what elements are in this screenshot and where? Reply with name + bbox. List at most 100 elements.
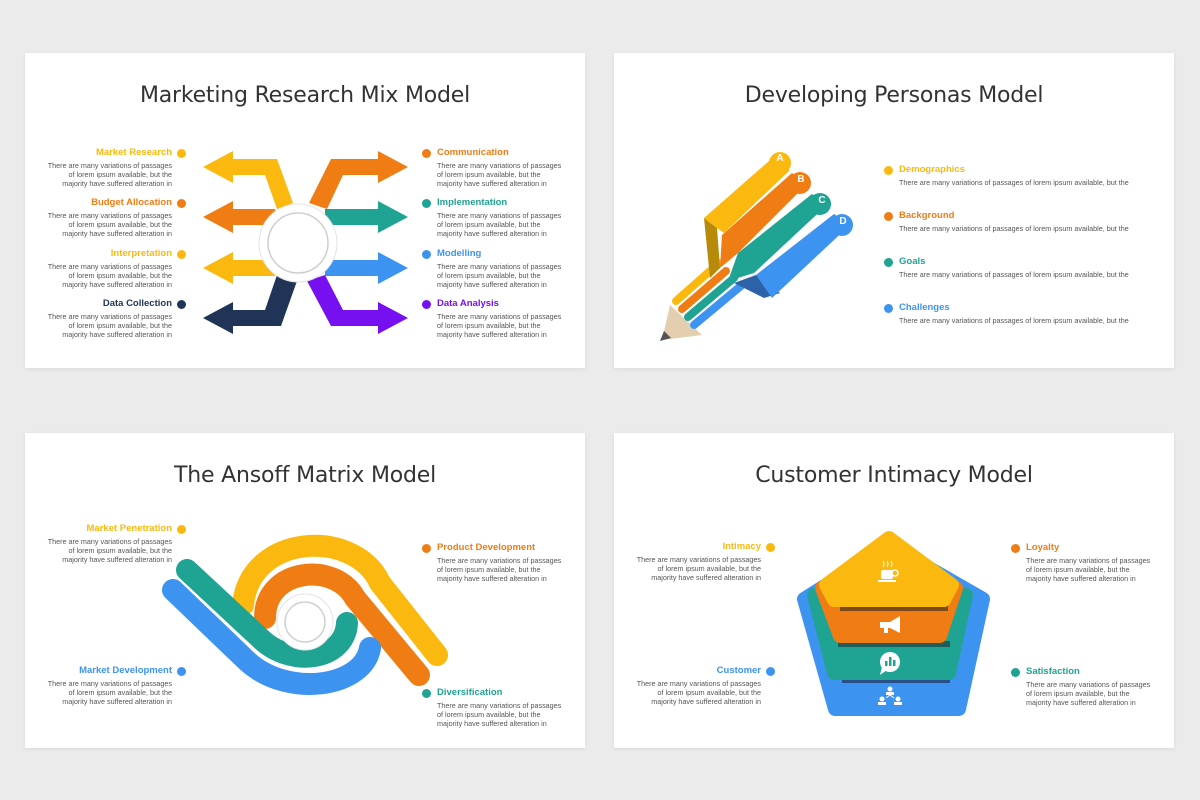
bar-d-cap (831, 214, 853, 236)
arrow-modelling (325, 252, 408, 284)
slide-customer-intimacy[interactable]: Customer Intimacy Model (614, 433, 1174, 748)
pencil-lead (660, 331, 671, 341)
slide-title: Marketing Research Mix Model (139, 83, 471, 108)
item-label: Diversification (437, 687, 503, 698)
layer-shadow (840, 605, 948, 611)
bullet-dot-icon (422, 249, 431, 259)
pentagon-layers-diagram (797, 531, 990, 716)
band-teal (176, 559, 358, 668)
item-label: Loyalty (1026, 542, 1060, 553)
item-label: Goals (899, 256, 926, 267)
item-description: There are many variations of passages of… (899, 224, 1129, 233)
slide-marketing-research-mix[interactable]: Marketing Research Mix Model Market Rese… (25, 53, 585, 368)
item-label: Intimacy (722, 541, 761, 552)
bar-letter: B (797, 174, 804, 185)
item-description: There are many variations of passages of… (636, 679, 761, 706)
arrow-implementation (325, 201, 408, 233)
layer-shadow (838, 641, 950, 647)
item-description: There are many variations of passages of… (899, 270, 1129, 279)
arrow-data-collection (203, 275, 297, 334)
bullet-dot-icon (1011, 667, 1020, 677)
bullet-dot-icon (177, 299, 186, 309)
bullet-dot-icon (177, 666, 186, 676)
bullet-dot-icon (177, 524, 186, 534)
item-description: There are many variations of passages of… (1026, 556, 1151, 583)
team-network-icon (878, 686, 902, 705)
bar-letter: D (839, 216, 846, 227)
bullet-dot-icon (884, 303, 893, 313)
bullet-dot-icon (766, 666, 775, 676)
item-description: There are many variations of passages of… (47, 312, 172, 339)
arrow-data-analysis (307, 275, 408, 334)
bullet-dot-icon (884, 165, 893, 175)
bullet-dot-icon (422, 148, 431, 158)
item-label: Customer (716, 665, 761, 676)
arrow-interpretation (203, 252, 275, 284)
item-description: There are many variations of passages of… (1026, 680, 1151, 707)
item-description: There are many variations of passages of… (437, 556, 562, 583)
layer-intimacy (819, 531, 959, 607)
item-description: There are many variations of passages of… (437, 161, 562, 188)
bullet-dot-icon (1011, 543, 1020, 553)
bullet-dot-icon (177, 249, 186, 259)
bar-a-side (704, 218, 720, 278)
item-description: There are many variations of passages of… (437, 211, 562, 238)
item-label: Market Research (95, 147, 172, 158)
bar-d (756, 214, 850, 298)
bullet-dot-icon (422, 198, 431, 208)
item-description: There are many variations of passages of… (47, 211, 172, 238)
item-label: Product Development (437, 542, 536, 553)
item-description: There are many variations of passages of… (636, 555, 761, 582)
pencil-strip-b (678, 267, 730, 313)
band-yellow (232, 534, 448, 666)
arrow-budget-allocation (203, 201, 275, 233)
chat-chart-icon (880, 652, 900, 675)
bullet-dot-icon (766, 542, 775, 552)
item-label: Budget Allocation (91, 197, 172, 208)
item-label: Satisfaction (1026, 666, 1080, 677)
item-description: There are many variations of passages of… (437, 701, 562, 728)
slide-developing-personas[interactable]: Developing Personas Model A B C D Demogr… (614, 53, 1174, 368)
center-circle (284, 601, 326, 643)
bullet-dot-icon (177, 148, 186, 158)
item-label: Data Collection (102, 298, 172, 309)
pencil-strip-d (690, 281, 746, 329)
slide-ansoff-matrix[interactable]: The Ansoff Matrix Model Market Penetrati… (25, 433, 585, 748)
center-circle (267, 212, 329, 274)
item-label: Background (899, 210, 955, 221)
bar-c (728, 194, 828, 281)
item-description: There are many variations of passages of… (47, 537, 172, 564)
bullet-dot-icon (422, 688, 431, 698)
bullet-dot-icon (422, 299, 431, 309)
slide-title: Customer Intimacy Model (755, 463, 1033, 488)
coffee-cup-icon (878, 560, 899, 582)
item-label: Implementation (437, 197, 508, 208)
slide-title: The Ansoff Matrix Model (173, 463, 437, 488)
bar-a (704, 161, 789, 233)
ansoff-loop-diagram (162, 534, 448, 695)
pencil-wood-tip (662, 305, 702, 340)
bullet-dot-icon (422, 543, 431, 553)
megaphone-icon (880, 616, 900, 633)
item-description: There are many variations of passages of… (47, 262, 172, 289)
slide-title: Developing Personas Model (744, 83, 1044, 108)
band-orange (254, 563, 430, 686)
item-label: Market Development (79, 665, 172, 676)
arrows-diagram (203, 151, 408, 334)
